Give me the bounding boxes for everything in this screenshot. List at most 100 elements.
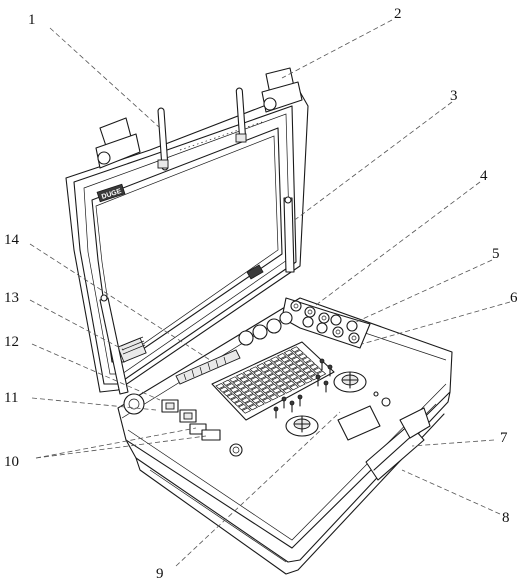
keyboard-key bbox=[232, 379, 243, 386]
keyboard-key bbox=[275, 390, 286, 397]
keyboard-key bbox=[240, 386, 250, 393]
gas-strut-right bbox=[283, 196, 295, 273]
keyboard-key bbox=[278, 373, 288, 380]
keyboard-key bbox=[303, 377, 313, 384]
lid-clamp-right bbox=[261, 67, 303, 113]
keyboard-key bbox=[295, 370, 306, 377]
front-hinge-left bbox=[123, 393, 145, 415]
keyboard-key bbox=[268, 383, 278, 390]
speaker-grille-left bbox=[117, 336, 147, 363]
keyboard-key bbox=[229, 386, 240, 393]
rotary-knobs bbox=[238, 311, 293, 346]
keyboard-key bbox=[254, 390, 265, 397]
keyboard-key bbox=[263, 369, 274, 377]
keyboard-key bbox=[261, 387, 271, 394]
keyboard-key bbox=[288, 363, 298, 370]
label-6: 6 bbox=[510, 290, 518, 306]
lid-clamp-left bbox=[95, 117, 141, 169]
keyboard-key bbox=[290, 346, 301, 353]
keyboard-key bbox=[242, 369, 253, 376]
leader-lines bbox=[29, 19, 511, 567]
switch-panel-left bbox=[161, 399, 221, 441]
keyboard-key bbox=[306, 370, 316, 377]
keyboard-key bbox=[256, 362, 266, 370]
keyboard-key bbox=[229, 376, 239, 383]
keyboard-key bbox=[248, 404, 258, 411]
keyboard-key bbox=[274, 370, 284, 377]
keyboard-key bbox=[285, 380, 296, 387]
keyboard-key bbox=[226, 393, 237, 400]
keyboard-key bbox=[244, 390, 254, 397]
keyboard-key bbox=[257, 373, 267, 380]
keyboard-key bbox=[240, 397, 251, 404]
keyboard-key bbox=[247, 383, 257, 390]
keyboard-key bbox=[287, 353, 297, 360]
keyboard-key bbox=[288, 373, 299, 380]
keyboard-key bbox=[236, 383, 247, 390]
keyboard-key bbox=[239, 376, 250, 383]
keyboard-key bbox=[268, 394, 279, 401]
keyboard-key bbox=[222, 379, 232, 386]
label-3: 3 bbox=[450, 88, 458, 104]
keyboard-key bbox=[263, 359, 273, 366]
label-11: 11 bbox=[4, 390, 18, 406]
keyboard-key bbox=[219, 386, 229, 393]
keyboard-key bbox=[276, 352, 287, 360]
label-14: 14 bbox=[4, 232, 20, 248]
label-1: 1 bbox=[28, 12, 36, 28]
keyboard-key bbox=[277, 363, 288, 370]
carry-handle bbox=[365, 407, 431, 481]
keyboard-key bbox=[271, 376, 281, 384]
keyboard-key bbox=[250, 376, 260, 383]
case-lid: DUGE bbox=[65, 91, 309, 393]
keyboard-key bbox=[280, 356, 291, 363]
button-row bbox=[175, 349, 241, 385]
keyboard-key bbox=[265, 390, 275, 397]
keyboard-key bbox=[251, 397, 262, 404]
keyboard-key bbox=[262, 397, 272, 404]
keyboard-key bbox=[278, 383, 289, 391]
keyboard-key bbox=[222, 389, 233, 397]
keyboard-key bbox=[249, 366, 260, 373]
keyboard-key bbox=[241, 407, 252, 414]
keyboard-key bbox=[275, 380, 285, 387]
keyboard-key bbox=[255, 400, 265, 407]
keyboard-key bbox=[291, 356, 301, 363]
keyboard-key bbox=[258, 393, 268, 401]
keyboard-key bbox=[294, 349, 304, 356]
keyboard-key bbox=[266, 363, 277, 370]
label-10: 10 bbox=[4, 454, 19, 470]
keyboard-key bbox=[253, 380, 264, 387]
keyboard-key bbox=[243, 379, 253, 387]
keyboard-key bbox=[267, 373, 278, 380]
round-connector bbox=[229, 443, 243, 457]
keyboard-key bbox=[299, 373, 309, 381]
label-8: 8 bbox=[502, 510, 510, 526]
trackball-right bbox=[333, 371, 367, 393]
antenna-left bbox=[157, 107, 169, 171]
keyboard-key bbox=[298, 363, 309, 370]
keyboard-key bbox=[284, 359, 294, 367]
keyboard-key bbox=[298, 353, 308, 360]
keyboard-key bbox=[250, 386, 261, 394]
keyboard-key bbox=[253, 369, 263, 376]
label-4: 4 bbox=[480, 168, 488, 184]
label-7: 7 bbox=[500, 430, 508, 446]
keyboard-key bbox=[305, 360, 316, 367]
keyboard bbox=[211, 341, 335, 421]
label-9: 9 bbox=[156, 566, 164, 582]
keyboard-key bbox=[233, 390, 243, 397]
keyboard-key bbox=[292, 377, 303, 384]
keyboard-key bbox=[237, 393, 247, 400]
keyboard-key bbox=[296, 380, 306, 387]
connector-bank bbox=[281, 297, 371, 349]
label-2: 2 bbox=[394, 6, 402, 22]
keyboard-key bbox=[301, 356, 312, 363]
keyboard-key bbox=[260, 376, 271, 383]
label-12: 12 bbox=[4, 334, 19, 350]
keyboard-key bbox=[257, 383, 268, 390]
toggle-switches bbox=[273, 358, 333, 419]
keyboard-key bbox=[283, 349, 294, 356]
keyboard-key bbox=[264, 380, 275, 387]
